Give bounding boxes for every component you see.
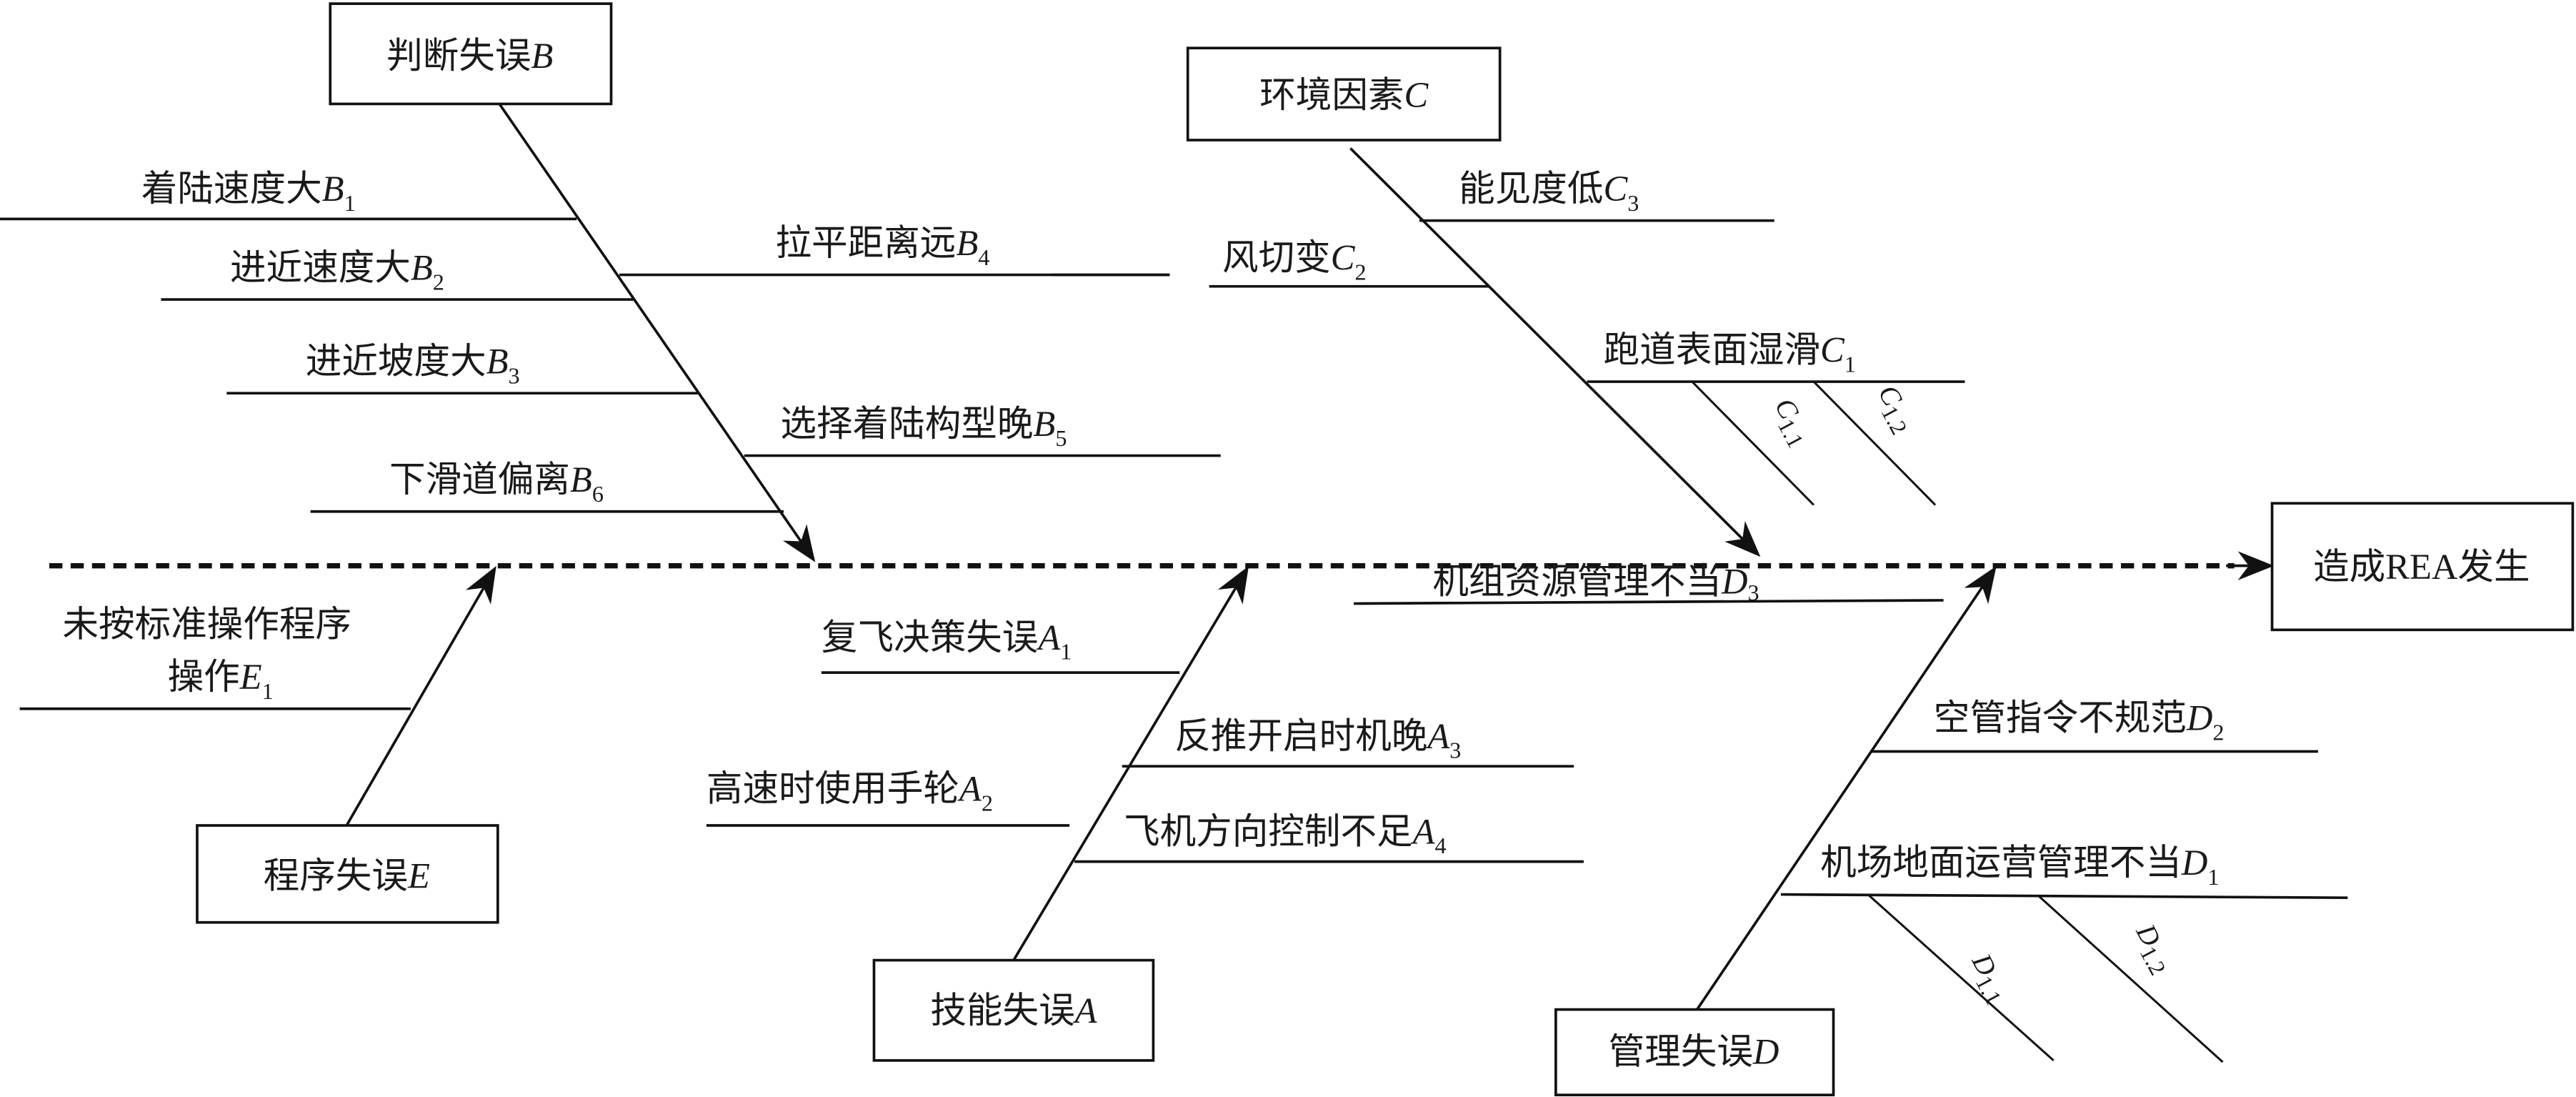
svg-text:下滑道偏离B6: 下滑道偏离B6 <box>389 460 604 507</box>
svg-text:操作E1: 操作E1 <box>168 657 274 704</box>
svg-text:进近速度大B2: 进近速度大B2 <box>230 247 444 294</box>
branch-b-bone <box>498 103 816 562</box>
cause-c1-1: C1.1 <box>1691 381 1817 506</box>
cause-c2: 风切变C2 <box>1209 238 1489 288</box>
cause-d3: 机组资源管理不当D3 <box>1353 562 1944 605</box>
svg-text:跑道表面湿滑C1: 跑道表面湿滑C1 <box>1604 329 1856 377</box>
cause-d2: 空管指令不规范D2 <box>1871 698 2318 753</box>
branch-c-bone <box>1349 147 1761 557</box>
cause-b5: 选择着陆构型晚B5 <box>744 404 1221 457</box>
cause-e1: 未按标准操作程序 操作E1 <box>19 605 411 710</box>
svg-text:复飞决策失误A1: 复飞决策失误A1 <box>822 617 1072 665</box>
svg-text:能见度低C3: 能见度低C3 <box>1459 169 1639 216</box>
svg-text:空管指令不规范D2: 空管指令不规范D2 <box>1934 698 2225 745</box>
cause-a2: 高速时使用手轮A2 <box>706 769 1070 827</box>
effect-box: 造成REA发生 <box>2270 502 2575 632</box>
svg-text:环境因素C: 环境因素C <box>1259 75 1429 115</box>
svg-text:C1.1: C1.1 <box>1764 393 1817 452</box>
cause-d1-1: D1.1 <box>1867 893 2055 1061</box>
branch-d-bone <box>1696 566 1997 1011</box>
cause-d1: 机场地面运营管理不当D1 <box>1780 843 2348 900</box>
cause-a4: 飞机方向控制不足A4 <box>1074 811 1584 863</box>
branch-a-bone <box>1012 565 1249 961</box>
cause-b6: 下滑道偏离B6 <box>310 460 784 513</box>
svg-text:进近坡度大B3: 进近坡度大B3 <box>306 342 520 389</box>
svg-text:高速时使用手轮A2: 高速时使用手轮A2 <box>707 769 993 816</box>
cause-a3: 反推开启时机晚A3 <box>1122 716 1574 768</box>
svg-text:程序失误E: 程序失误E <box>264 855 430 895</box>
category-a-box: 技能失误A <box>872 958 1155 1062</box>
effect-label: 造成REA发生 <box>2313 547 2530 587</box>
svg-text:选择着陆构型晚B5: 选择着陆构型晚B5 <box>780 404 1067 451</box>
cause-d1-2: D1.2 <box>2037 895 2224 1063</box>
svg-text:管理失误D: 管理失误D <box>1609 1031 1779 1071</box>
svg-text:机组资源管理不当D3: 机组资源管理不当D3 <box>1432 562 1759 605</box>
cause-c1: 跑道表面湿滑C1 <box>1587 329 1965 383</box>
category-b-box: 判断失误B <box>329 2 613 106</box>
svg-text:未按标准操作程序: 未按标准操作程序 <box>62 605 351 645</box>
svg-text:判断失误B: 判断失误B <box>386 36 553 76</box>
svg-text:机场地面运营管理不当D1: 机场地面运营管理不当D1 <box>1820 843 2219 890</box>
svg-text:技能失误A: 技能失误A <box>930 991 1097 1031</box>
cause-a1: 复飞决策失误A1 <box>822 617 1180 674</box>
branch-e-bone <box>345 565 496 826</box>
svg-text:着陆速度大B1: 着陆速度大B1 <box>141 169 356 216</box>
category-e-box: 程序失误E <box>196 824 499 924</box>
svg-text:D1.2: D1.2 <box>2125 918 2180 979</box>
cause-b4: 拉平距离远B4 <box>619 223 1170 277</box>
svg-text:D1.1: D1.1 <box>1961 948 2016 1009</box>
cause-b3: 进近坡度大B3 <box>226 342 700 395</box>
svg-text:拉平距离远B4: 拉平距离远B4 <box>775 223 989 270</box>
cause-b1: 着陆速度大B1 <box>0 169 577 221</box>
category-d-box: 管理失误D <box>1554 1008 1835 1097</box>
svg-text:反推开启时机晚A3: 反推开启时机晚A3 <box>1174 716 1461 763</box>
cause-c3: 能见度低C3 <box>1419 169 1774 222</box>
svg-text:风切变C2: 风切变C2 <box>1222 238 1367 285</box>
svg-text:C1.2: C1.2 <box>1867 380 1921 439</box>
cause-b2: 进近速度大B2 <box>161 247 634 301</box>
category-c-box: 环境因素C <box>1186 46 1502 142</box>
svg-text:飞机方向控制不足A4: 飞机方向控制不足A4 <box>1124 811 1447 858</box>
cause-c1-2: C1.2 <box>1812 380 1937 506</box>
